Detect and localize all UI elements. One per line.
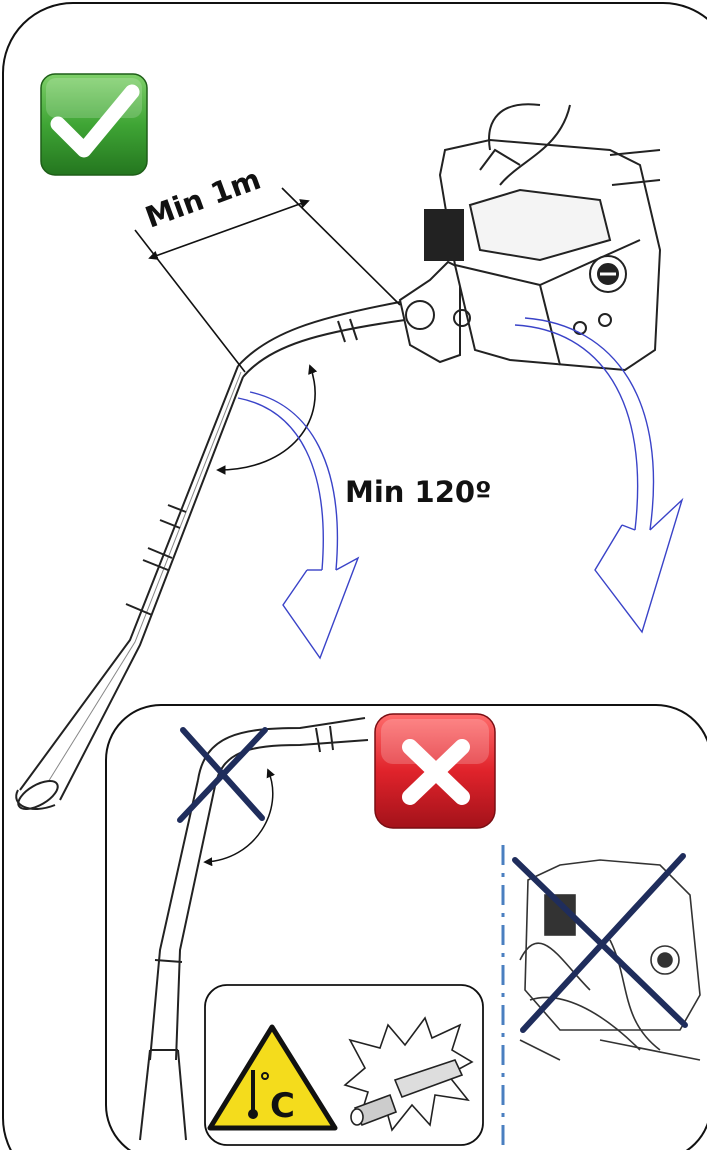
cross-bend-icon (177, 727, 268, 823)
vibrator-motor (398, 103, 662, 372)
celsius-glyph: C (270, 1086, 295, 1126)
blue-flow-arrow-left (237, 391, 360, 660)
hot-surface-warning-icon (207, 1024, 338, 1131)
green-check-icon (40, 73, 148, 176)
min-angle-label: Min 120º (345, 475, 491, 509)
burst-hose-icon (343, 1016, 474, 1132)
cross-suspend-icon (512, 853, 688, 1033)
blue-flow-arrow-right (514, 317, 684, 634)
bent-angle-arc (203, 768, 275, 867)
red-x-icon (374, 713, 496, 829)
length-dimension (134, 187, 401, 373)
